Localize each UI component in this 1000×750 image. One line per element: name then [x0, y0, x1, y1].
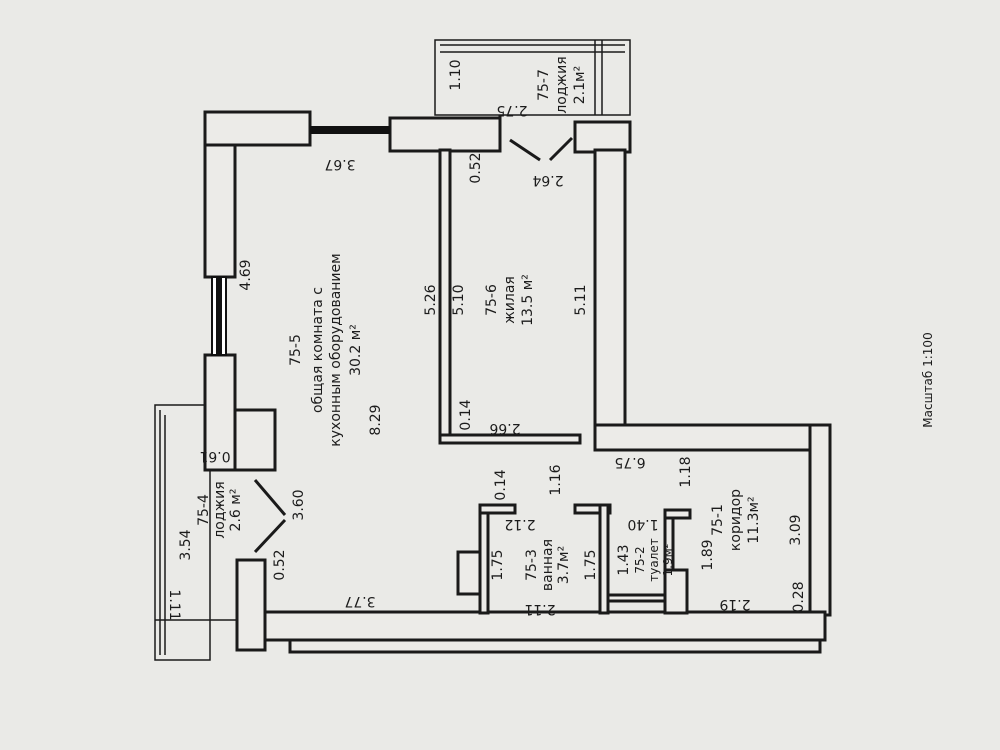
dimension-label: 4.69: [238, 259, 254, 290]
dimensions: 4.69 8.29 3.60 0.52 3.54 5.26 5.10 5.11 …: [166, 59, 807, 620]
scale-label: Масштаб 1:100: [921, 332, 935, 427]
walls: [203, 110, 832, 654]
room-area: 30.2 м²: [348, 324, 364, 376]
doors: [253, 136, 574, 554]
room-id: 75-1: [710, 504, 726, 536]
room-75-6-label: 75-6 жилая 13.5 м²: [484, 274, 536, 326]
room-area: 11.3м²: [746, 496, 762, 543]
room-id: 75-4: [196, 494, 212, 526]
room-75-4-label: 75-4 лоджия 2.6 м²: [196, 481, 244, 538]
dimension-label: 5.26: [423, 284, 439, 315]
dimension-label: 1.89: [700, 539, 716, 570]
dimension-label: 0.28: [791, 581, 807, 612]
loggia-75-4: [154, 404, 240, 661]
dimension-label: 0.52: [272, 549, 288, 580]
dimension-label: 1.75: [583, 549, 599, 580]
dimension-label: 0.61: [199, 448, 230, 464]
room-id: 75-2: [633, 546, 647, 573]
room-area: 13.5 м²: [520, 274, 536, 326]
dimension-label: 2.64: [532, 172, 563, 188]
room-id: 75-7: [536, 69, 552, 101]
room-area: 2.6 м²: [228, 489, 244, 532]
dimension-label: 1.40: [627, 516, 658, 532]
dimension-label: 2.66: [489, 420, 520, 436]
dimension-label: 0.14: [493, 469, 509, 500]
room-area: 1.9м²: [661, 543, 675, 576]
dimension-label: 0.14: [458, 399, 474, 430]
room-75-7-label: 75-7 лоджия 2.1м²: [536, 56, 588, 113]
room-name: коридор: [728, 489, 744, 551]
room-75-3-label: 75-3 ванная 3.7м²: [524, 539, 572, 591]
dimension-label: 5.11: [573, 284, 589, 315]
room-name: жилая: [502, 276, 518, 324]
room-name: лоджия: [212, 481, 228, 538]
room-75-1-label: 75-1 коридор 11.3м²: [710, 489, 762, 551]
dimension-label: 3.09: [788, 514, 804, 545]
room-75-5-label: 75-5 общая комната с кухонным оборудован…: [288, 253, 364, 446]
room-name: туалет: [647, 538, 661, 582]
dimension-label: 2.12: [504, 516, 535, 532]
room-name: общая комната с: [310, 287, 326, 413]
dimension-label: 3.60: [291, 489, 307, 520]
dimension-label: 5.10: [451, 284, 467, 315]
room-area: 3.7м²: [556, 546, 572, 584]
dimension-label: 1.18: [678, 456, 694, 487]
dimension-label: 8.29: [368, 404, 384, 435]
dimension-label: 1.11: [166, 589, 182, 620]
dimension-label: 0.52: [468, 152, 484, 183]
dimension-label: 1.75: [490, 549, 506, 580]
room-name: кухонным оборудованием: [328, 253, 344, 446]
room-id: 75-6: [484, 284, 500, 316]
dimension-label: 6.75: [614, 454, 645, 470]
room-id: 75-3: [524, 549, 540, 581]
dimension-label: 2.19: [719, 596, 750, 612]
dimension-label: 2.75: [496, 102, 527, 118]
dimension-label: 1.43: [616, 544, 632, 575]
dimension-label: 1.10: [448, 59, 464, 90]
room-area: 2.1м²: [572, 66, 588, 104]
room-name: ванная: [540, 539, 556, 591]
loggia-75-7: [434, 39, 631, 116]
room-name: лоджия: [554, 56, 570, 113]
dimension-label: 2.11: [524, 601, 555, 617]
dimension-label: 3.77: [344, 593, 375, 609]
room-75-2-label: 75-2 туалет 1.9м²: [633, 538, 675, 582]
room-id: 75-5: [288, 334, 304, 366]
dimension-label: 1.16: [548, 464, 564, 495]
dimension-label: 3.54: [178, 529, 194, 560]
dimension-label: 3.67: [324, 156, 355, 172]
windows: [211, 126, 390, 356]
